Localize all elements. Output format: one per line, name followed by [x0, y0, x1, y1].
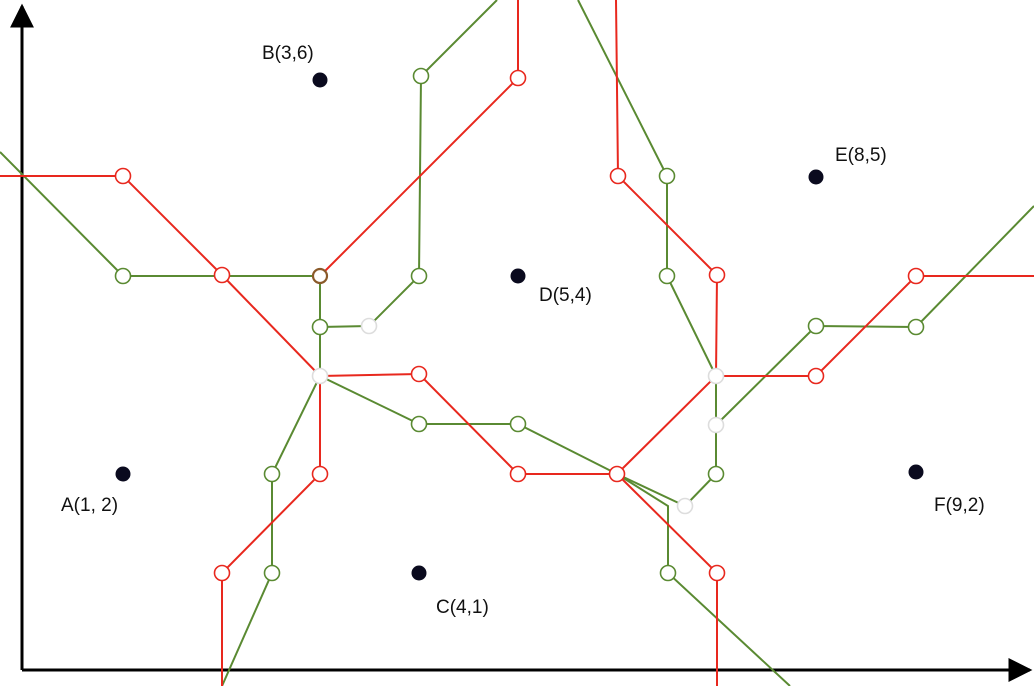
- site-point-e: [808, 169, 824, 185]
- red-node: [807, 367, 825, 385]
- red-node: [213, 266, 231, 284]
- site-point-c: [411, 565, 427, 581]
- site-label-b: B(3,6): [262, 43, 314, 64]
- red-node: [708, 266, 726, 284]
- green-node: [707, 465, 725, 483]
- site-point-d: [510, 268, 526, 284]
- red-node: [213, 564, 231, 582]
- junction-node: [707, 416, 725, 434]
- red-node: [410, 365, 428, 383]
- site-label-a: A(1, 2): [61, 495, 119, 516]
- red-node: [609, 167, 627, 185]
- red-path-center: [319, 275, 1034, 475]
- red-node: [907, 267, 925, 285]
- green-node: [410, 415, 428, 433]
- green-node: [659, 564, 677, 582]
- green-path-bottom-left: [221, 375, 321, 686]
- site-label-e: E(8,5): [835, 145, 887, 166]
- green-node: [658, 267, 676, 285]
- junction-node: [676, 497, 694, 515]
- red-node: [509, 465, 527, 483]
- green-path-top-left: [0, 151, 320, 277]
- red-nodes: [114, 69, 925, 582]
- red-node: [509, 69, 527, 87]
- red-node: [708, 564, 726, 582]
- junction-node: [707, 367, 725, 385]
- green-node: [509, 415, 527, 433]
- red-path-top-right: [615, 0, 719, 377]
- site-points: [115, 72, 924, 581]
- site-point-a: [115, 466, 131, 482]
- green-node: [410, 267, 428, 285]
- red-node: [114, 167, 132, 185]
- red-node: [608, 465, 626, 483]
- green-node: [412, 67, 430, 85]
- highlight-node: [311, 267, 329, 285]
- site-label-c: C(4,1): [436, 597, 489, 618]
- green-node: [907, 318, 925, 336]
- green-node: [263, 465, 281, 483]
- green-node: [263, 564, 281, 582]
- red-node: [311, 465, 329, 483]
- green-node: [807, 317, 825, 335]
- green-path-right: [715, 205, 1034, 426]
- green-nodes: [114, 67, 925, 582]
- site-point-f: [908, 464, 924, 480]
- green-node: [114, 267, 132, 285]
- junction-node: [311, 367, 329, 385]
- red-path-top-left: [0, 175, 321, 377]
- red-path-left-descent: [221, 376, 321, 686]
- site-point-b: [312, 72, 328, 88]
- green-path-top-center: [319, 0, 498, 328]
- site-label-f: F(9,2): [934, 495, 985, 516]
- junction-node: [360, 317, 378, 335]
- green-path-bottom-right: [616, 473, 791, 686]
- site-label-d: D(5,4): [539, 285, 592, 306]
- green-node: [658, 167, 676, 185]
- green-node: [311, 318, 329, 336]
- faded-nodes: [311, 317, 725, 515]
